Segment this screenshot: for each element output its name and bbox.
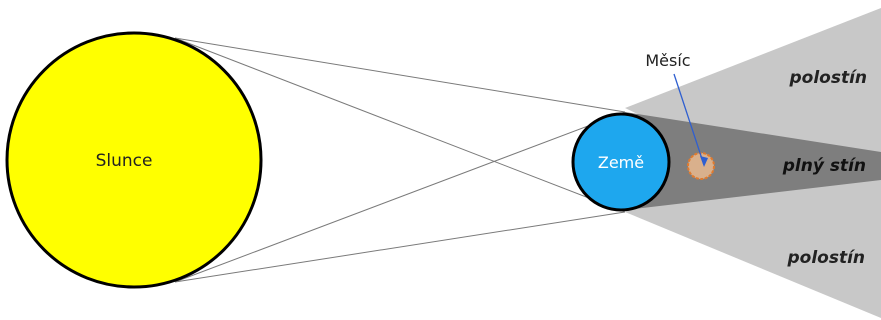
penumbra-bottom-label: polostín — [786, 248, 865, 268]
sun-label: Slunce — [96, 151, 153, 171]
penumbra-top-label: polostín — [788, 68, 867, 88]
umbra-label: plný stín — [782, 156, 866, 176]
earth-label: Země — [598, 153, 644, 172]
moon-label: Měsíc — [645, 51, 690, 70]
